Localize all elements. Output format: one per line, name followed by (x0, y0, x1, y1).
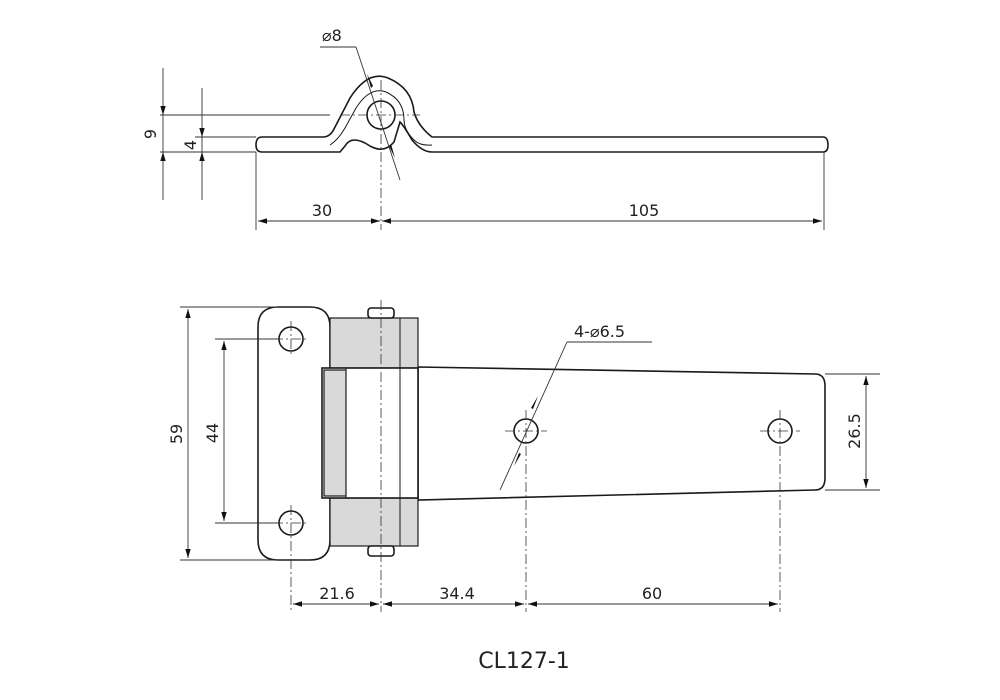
top-view: 4-⌀6.5 59 44 26.5 21.6 34.4 60 (167, 300, 880, 612)
model-caption: CL127-1 (478, 649, 570, 674)
short-leaf-side (255, 75, 829, 153)
pin-diameter-label: ⌀8 (322, 26, 342, 45)
dim-long-leaf-105: 105 (629, 201, 660, 220)
dim-width-26-5: 26.5 (845, 413, 864, 449)
dim-hole-spacing-44: 44 (203, 423, 222, 443)
dim-thickness-9: 9 (141, 129, 160, 139)
dim-height-59: 59 (167, 424, 186, 444)
dim-offset-4: 4 (181, 140, 200, 150)
short-leaf-plate (257, 306, 331, 561)
dim-34-4: 34.4 (439, 584, 475, 603)
dim-60: 60 (642, 584, 662, 603)
holes-label: 4-⌀6.5 (574, 322, 625, 341)
side-view: ⌀8 9 4 30 105 (141, 26, 829, 230)
dim-short-leaf-30: 30 (312, 201, 332, 220)
knuckle-bottom (329, 497, 419, 547)
dim-21-6: 21.6 (319, 584, 355, 603)
knuckle-top (329, 317, 419, 369)
long-leaf-plate (417, 366, 826, 501)
